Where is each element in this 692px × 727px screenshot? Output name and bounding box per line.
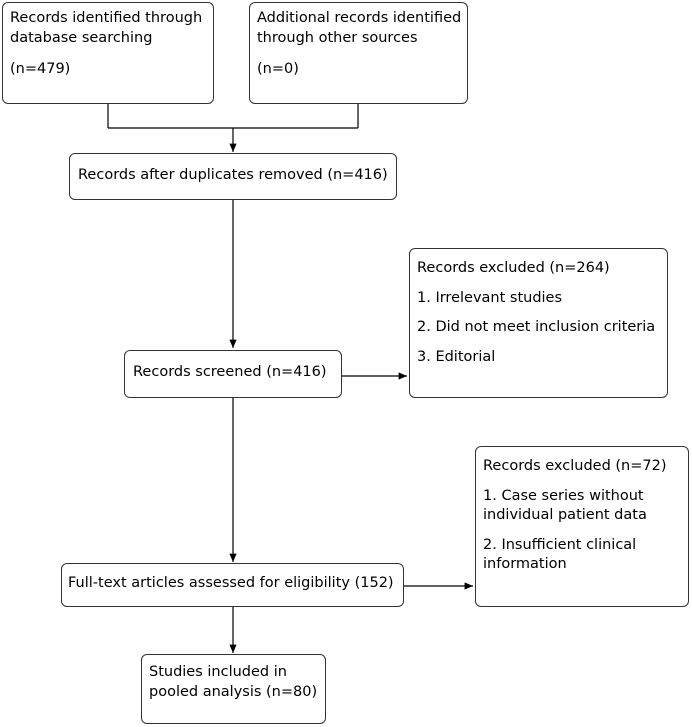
box-after-duplicates: Records after duplicates removed (n=416) (69, 153, 397, 200)
excluded-72-item2-line1: 2. Insufficient clinical (483, 536, 637, 553)
excluded-72-item1-line2: individual patient data (483, 507, 647, 524)
other-count: (n=0) (257, 61, 299, 78)
box-database-searching: Records identified through database sear… (2, 2, 214, 104)
other-line1: Additional records identified (257, 10, 462, 26)
box-other-sources: Additional records identified through ot… (249, 2, 468, 104)
excluded-72-item1-line1: 1. Case series without (483, 487, 644, 504)
excluded-264-item1: 1. Irrelevant studies (417, 289, 563, 306)
excluded-264-item2: 2. Did not meet inclusion criteria (417, 319, 656, 336)
db-line1: Records identified through (10, 10, 203, 26)
included-line2: pooled analysis (n=80) (149, 683, 318, 700)
box-excluded-264: Records excluded (n=264) 1. Irrelevant s… (409, 248, 668, 398)
screened-text: Records screened (n=416) (133, 364, 327, 380)
db-count: (n=479) (10, 61, 71, 78)
box-studies-included: Studies included in pooled analysis (n=8… (141, 654, 326, 724)
excluded-72-item2-line2: information (483, 556, 567, 573)
db-line2: database searching (10, 29, 153, 46)
included-line1: Studies included in (149, 664, 287, 680)
excluded-264-title: Records excluded (n=264) (417, 260, 610, 276)
box-excluded-72: Records excluded (n=72) 1. Case series w… (475, 446, 689, 607)
full-text-text: Full-text articles assessed for eligibil… (68, 575, 394, 591)
excluded-264-item3: 3. Editorial (417, 348, 496, 365)
excluded-72-title: Records excluded (n=72) (483, 458, 667, 474)
box-full-text: Full-text articles assessed for eligibil… (61, 563, 404, 607)
box-records-screened: Records screened (n=416) (124, 350, 342, 398)
other-line2: through other sources (257, 29, 418, 46)
after-duplicates-text: Records after duplicates removed (n=416) (78, 167, 388, 183)
